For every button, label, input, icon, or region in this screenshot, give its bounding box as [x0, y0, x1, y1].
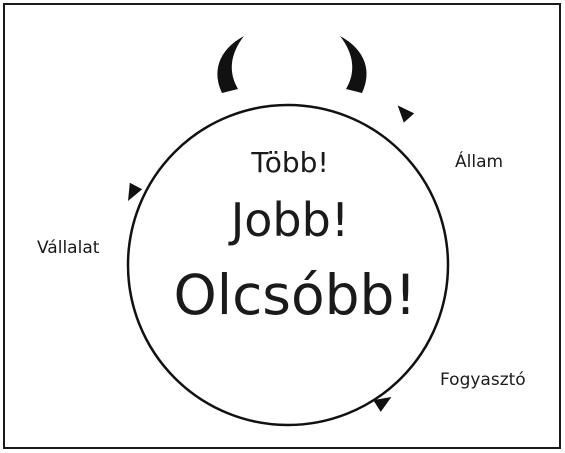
slogan-cheaper: Olcsóbb! [174, 263, 417, 327]
arrow-state-icon [397, 105, 415, 123]
cycle-circle [126, 103, 450, 427]
diagram-frame [3, 3, 561, 449]
right-horn-icon [340, 36, 367, 93]
label-company: Vállalat [37, 238, 100, 258]
slogan-better: Jobb! [228, 193, 350, 247]
label-consumer: Fogyasztó [440, 370, 526, 390]
label-state: Állam [455, 150, 503, 172]
arrow-company-icon [128, 182, 143, 202]
arrow-consumer-icon [373, 396, 392, 412]
left-horn-icon [217, 36, 244, 93]
slogan-more: Több! [250, 146, 328, 179]
